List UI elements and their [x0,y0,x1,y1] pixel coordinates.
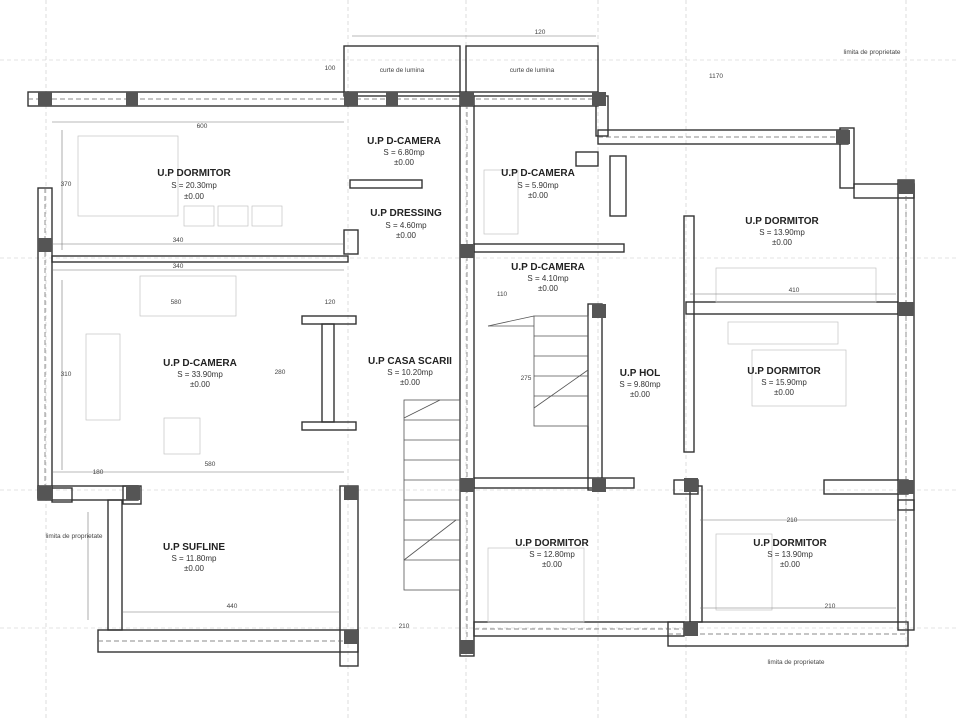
svg-text:U.P D-CAMERA: U.P D-CAMERA [163,358,237,369]
svg-text:S = 9.80mp: S = 9.80mp [619,380,661,389]
stairs [403,315,589,591]
note-bottom-right: limita de proprietate [767,659,824,666]
room-d-camera-hall: U.P D-CAMERA S = 4.10mp ±0.00 [511,262,585,293]
room-dormitor-bottom-mid: U.P DORMITOR S = 12.80mp ±0.00 [515,538,589,569]
svg-text:S = 12.80mp: S = 12.80mp [529,550,575,559]
svg-text:S = 4.60mp: S = 4.60mp [385,221,427,230]
svg-text:S = 5.90mp: S = 5.90mp [517,181,559,190]
room-hol: U.P HOL S = 9.80mp ±0.00 [619,368,661,399]
room-d-camera-living: U.P D-CAMERA S = 33.90mp ±0.00 [163,358,237,389]
room-d-camera-mid: U.P D-CAMERA S = 5.90mp ±0.00 [501,168,575,200]
svg-text:U.P DORMITOR: U.P DORMITOR [745,216,819,227]
svg-text:U.P DORMITOR: U.P DORMITOR [753,538,827,549]
svg-text:±0.00: ±0.00 [780,560,801,569]
svg-text:U.P CASA SCARII: U.P CASA SCARII [368,356,452,367]
room-dormitor-bottom-right: U.P DORMITOR S = 13.90mp ±0.00 [753,538,827,569]
svg-text:210: 210 [787,517,798,524]
svg-text:310: 310 [61,371,72,378]
svg-text:U.P HOL: U.P HOL [620,368,660,379]
svg-text:U.P DRESSING: U.P DRESSING [370,208,442,219]
svg-text:±0.00: ±0.00 [394,158,415,167]
svg-text:U.P SUFLINE: U.P SUFLINE [163,542,225,553]
svg-text:U.P D-CAMERA: U.P D-CAMERA [501,168,575,179]
svg-text:S = 6.80mp: S = 6.80mp [383,148,425,157]
svg-text:280: 280 [275,369,286,376]
svg-text:±0.00: ±0.00 [184,564,205,573]
svg-text:±0.00: ±0.00 [538,284,559,293]
room-d-camera-top: U.P D-CAMERA S = 6.80mp ±0.00 [367,136,441,167]
svg-text:S = 4.10mp: S = 4.10mp [527,274,569,283]
svg-text:340: 340 [173,263,184,270]
svg-text:U.P D-CAMERA: U.P D-CAMERA [511,262,585,273]
svg-text:±0.00: ±0.00 [630,390,651,399]
svg-text:±0.00: ±0.00 [774,388,795,397]
svg-text:440: 440 [227,603,238,610]
svg-text:340: 340 [173,237,184,244]
svg-text:±0.00: ±0.00 [400,378,421,387]
svg-text:S = 13.90mp: S = 13.90mp [759,228,805,237]
svg-text:100: 100 [325,65,336,72]
svg-text:±0.00: ±0.00 [396,231,417,240]
columns [38,92,914,654]
svg-text:±0.00: ±0.00 [528,191,549,200]
svg-text:±0.00: ±0.00 [542,560,563,569]
dimension-ticks [52,35,896,620]
note-light-shaft-left: curte de lumina [380,67,425,74]
svg-text:S = 11.80mp: S = 11.80mp [172,554,218,563]
svg-text:120: 120 [325,299,336,306]
svg-text:120: 120 [535,29,546,36]
note-light-shaft-right: curte de lumina [510,67,555,74]
svg-text:U.P DORMITOR: U.P DORMITOR [747,366,821,377]
svg-text:U.P DORMITOR: U.P DORMITOR [515,538,589,549]
svg-text:1170: 1170 [709,73,723,80]
svg-text:600: 600 [197,123,208,130]
svg-text:580: 580 [171,299,182,306]
note-top-right: limita de proprietate [843,49,900,56]
svg-text:210: 210 [825,603,836,610]
wall-centerlines [28,96,908,656]
dimension-labels: 120 100 1170 600 340 340 580 120 580 440… [61,29,836,630]
svg-text:410: 410 [789,287,800,294]
note-left-bottom: limita de proprietate [45,533,102,540]
room-dormitor-mid-right: U.P DORMITOR S = 15.90mp ±0.00 [747,366,821,397]
room-dressing: U.P DRESSING S = 4.60mp ±0.00 [370,208,442,240]
room-sufline: U.P SUFLINE S = 11.80mp ±0.00 [163,542,225,573]
svg-text:S = 20.30mp: S = 20.30mp [171,181,217,190]
svg-text:S = 33.90mp: S = 33.90mp [177,370,223,379]
room-dormitor-top-right: U.P DORMITOR S = 13.90mp ±0.00 [745,216,819,247]
svg-text:275: 275 [521,375,532,382]
steel-column [301,315,357,431]
furniture-outlines [77,135,877,623]
svg-text:±0.00: ±0.00 [772,238,793,247]
room-dormitor-top-left: U.P DORMITOR S = 20.30mp ±0.00 [157,168,231,201]
svg-text:580: 580 [205,461,216,468]
svg-text:S = 15.90mp: S = 15.90mp [761,378,807,387]
walls [27,45,915,667]
svg-text:U.P D-CAMERA: U.P D-CAMERA [367,136,441,147]
svg-text:U.P DORMITOR: U.P DORMITOR [157,168,231,179]
svg-text:180: 180 [93,469,104,476]
svg-text:±0.00: ±0.00 [190,380,211,389]
svg-text:S = 10.20mp: S = 10.20mp [387,368,433,377]
svg-text:±0.00: ±0.00 [184,192,205,201]
svg-text:210: 210 [399,623,410,630]
svg-text:110: 110 [497,291,508,298]
svg-text:370: 370 [61,181,72,188]
room-casa-scarii: U.P CASA SCARII S = 10.20mp ±0.00 [368,356,452,387]
svg-text:S = 13.90mp: S = 13.90mp [767,550,813,559]
